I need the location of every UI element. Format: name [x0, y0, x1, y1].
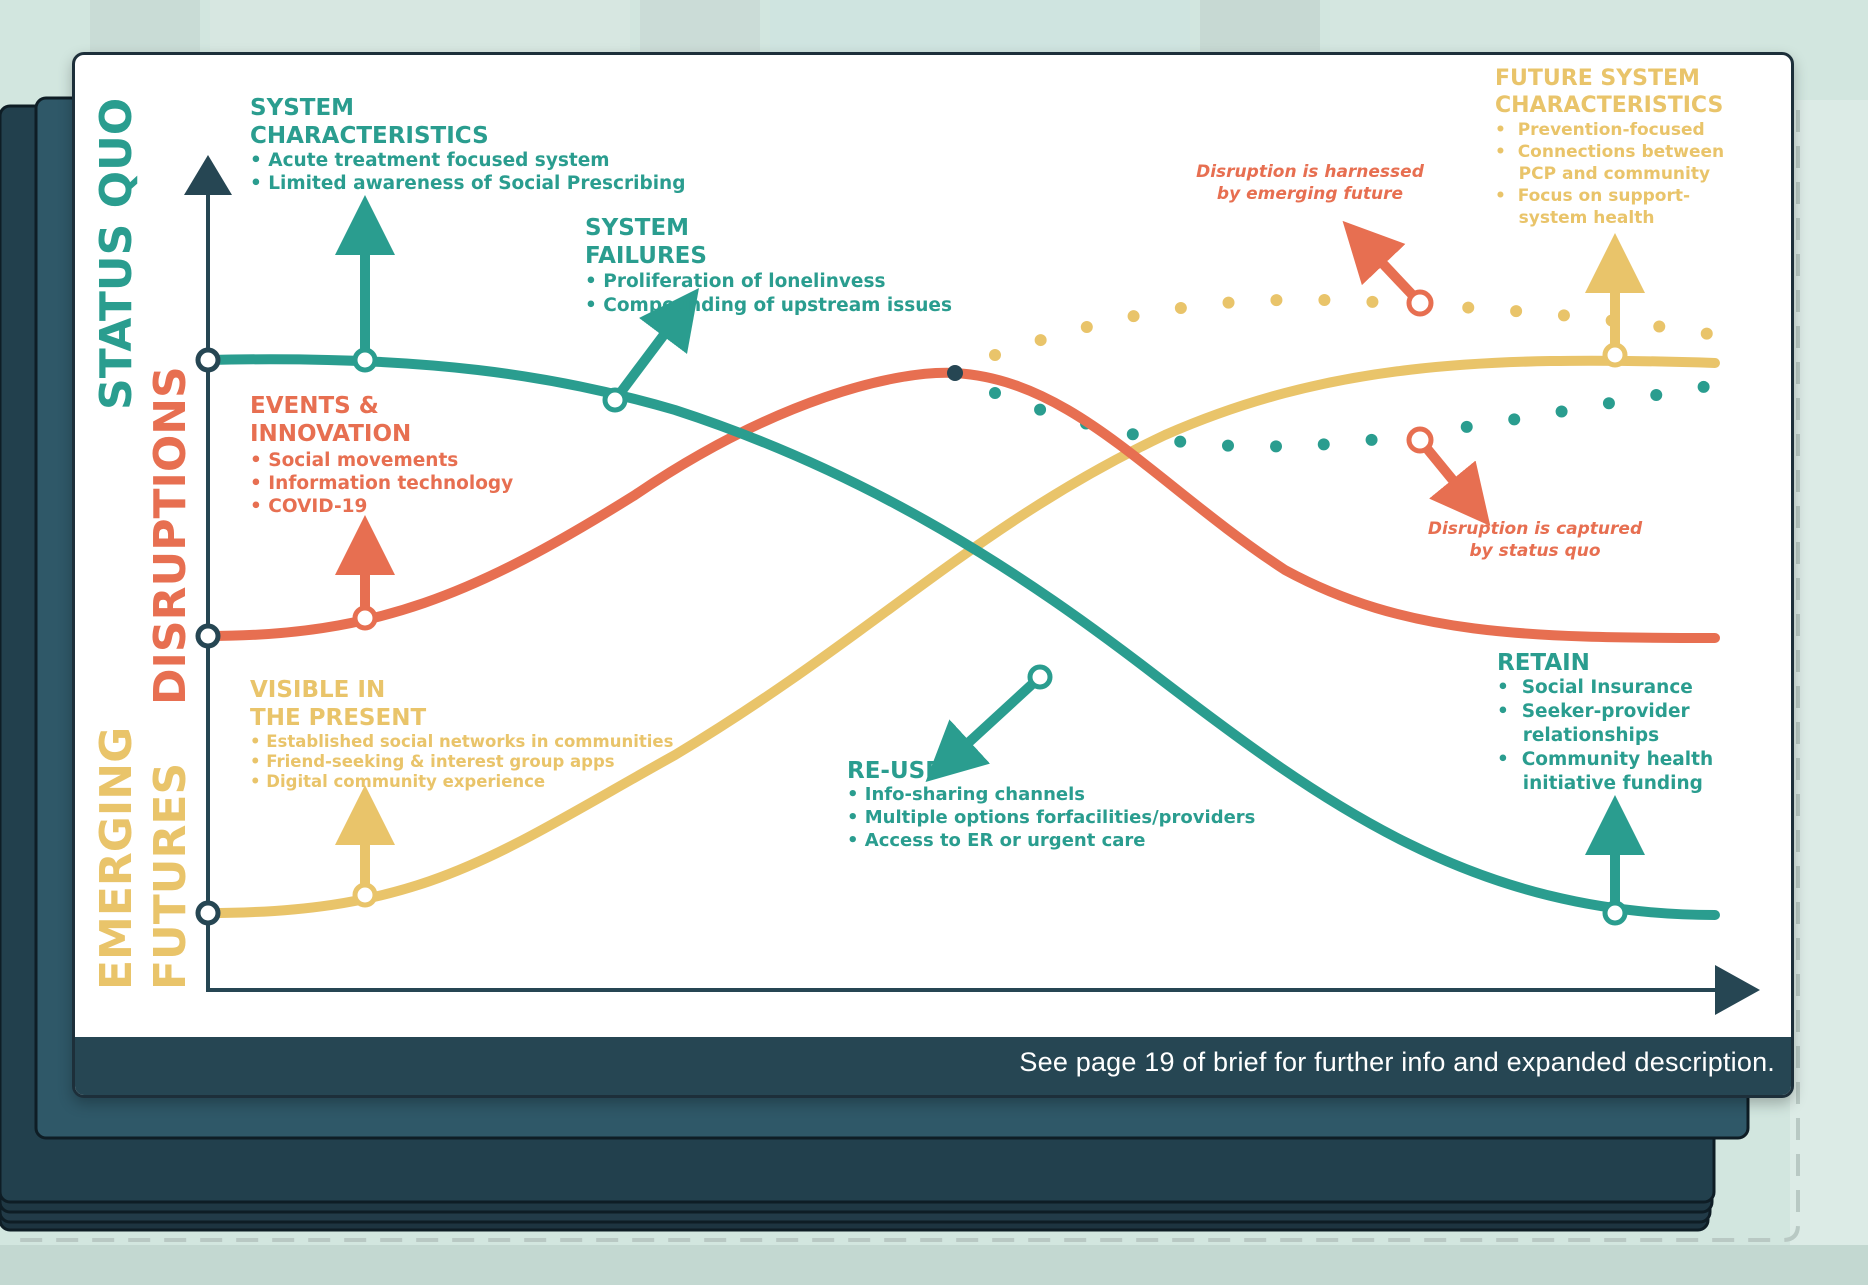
- y-axis-arrowhead: [184, 155, 232, 195]
- note-captured-line2: by status quo: [1469, 541, 1600, 561]
- retain-block: RETAIN • Social Insurance • Seeker-provi…: [1497, 650, 1713, 794]
- system-failures-block: SYSTEM FAILURES • Proliferation of lonel…: [585, 215, 952, 316]
- future-characteristics-item: • Prevention-focused: [1495, 120, 1705, 140]
- events-innovation-item: • Social movements: [250, 450, 458, 471]
- note-captured-line1: Disruption is captured: [1428, 519, 1643, 539]
- visible-present-item: • Friend-seeking & interest group apps: [250, 752, 615, 771]
- events-innovation-block: EVENTS & INNOVATION • Social movements •…: [250, 393, 513, 517]
- system-characteristics-item: • Limited awareness of Social Prescribin…: [250, 173, 685, 194]
- system-characteristics-block: SYSTEM CHARACTERISTICS • Acute treatment…: [250, 95, 685, 194]
- future-characteristics-block: FUTURE SYSTEM CHARACTERISTICS • Preventi…: [1495, 66, 1724, 228]
- visible-present-block: VISIBLE IN THE PRESENT • Established soc…: [250, 677, 674, 791]
- label-status-quo: STATUS QUO: [91, 98, 142, 410]
- reuse-item: • Info-sharing channels: [847, 784, 1085, 805]
- events-innovation-title-2: INNOVATION: [250, 421, 411, 447]
- note-captured: Disruption is captured by status quo: [1428, 519, 1643, 561]
- arrow-system-failures: [611, 288, 699, 403]
- future-characteristics-title-1: FUTURE SYSTEM: [1495, 66, 1700, 91]
- label-futures: FUTURES: [145, 763, 196, 990]
- future-characteristics-item: PCP and community: [1495, 164, 1710, 184]
- label-disruptions: DISRUPTIONS: [145, 366, 196, 705]
- retain-item: initiative funding: [1497, 773, 1703, 794]
- note-harnessed-line2: by emerging future: [1217, 184, 1403, 204]
- curve-emerging-futures: [203, 355, 1720, 918]
- retain-item: relationships: [1497, 725, 1659, 746]
- footer-text: See page 19 of brief for further info an…: [1019, 1047, 1775, 1077]
- visible-present-item: • Established social networks in communi…: [250, 732, 674, 751]
- three-horizons-diagram: STATUS QUO DISRUPTIONS EMERGING FUTURES: [91, 66, 1760, 1015]
- arrow-reuse: [925, 673, 1044, 783]
- retain-title: RETAIN: [1497, 650, 1590, 676]
- system-characteristics-title-2: CHARACTERISTICS: [250, 123, 489, 149]
- future-characteristics-title-2: CHARACTERISTICS: [1495, 93, 1723, 118]
- curve-nodes: [195, 289, 1628, 926]
- retain-item: • Community health: [1497, 749, 1713, 770]
- diagram-card: STATUS QUO DISRUPTIONS EMERGING FUTURES: [72, 52, 1794, 1098]
- visible-present-title-1: VISIBLE IN: [250, 677, 385, 703]
- reuse-item: • Multiple options forfacilities/provide…: [847, 807, 1255, 828]
- curve-disruptions: [203, 367, 1720, 643]
- events-innovation-item: • COVID-19: [250, 496, 367, 517]
- future-characteristics-item: • Connections between: [1495, 142, 1724, 162]
- note-harnessed-line1: Disruption is harnessed: [1196, 162, 1425, 182]
- system-failures-item: • Proliferation of lonelinvess: [585, 271, 886, 292]
- events-innovation-item: • Information technology: [250, 473, 513, 494]
- visible-present-title-2: THE PRESENT: [250, 705, 426, 731]
- system-characteristics-title-1: SYSTEM: [250, 95, 354, 121]
- reuse-title: RE-USE: [847, 758, 941, 784]
- retain-item: • Seeker-provider: [1497, 701, 1691, 722]
- future-characteristics-item: system health: [1495, 208, 1654, 228]
- label-emerging: EMERGING: [91, 727, 142, 990]
- crossing-node: [947, 365, 963, 381]
- system-failures-item: • Compounding of upstream issues: [585, 295, 952, 316]
- system-failures-title-2: FAILURES: [585, 243, 707, 269]
- events-innovation-title-1: EVENTS &: [250, 393, 379, 419]
- x-axis-arrowhead: [1715, 965, 1760, 1015]
- curve-status-quo: [203, 354, 1720, 920]
- footer-bar: See page 19 of brief for further info an…: [75, 1037, 1791, 1095]
- future-characteristics-item: • Focus on support-: [1495, 186, 1690, 206]
- reuse-item: • Access to ER or urgent care: [847, 830, 1146, 851]
- reuse-block: RE-USE • Info-sharing channels • Multipl…: [847, 758, 1255, 851]
- system-failures-title-1: SYSTEM: [585, 215, 689, 241]
- system-characteristics-item: • Acute treatment focused system: [250, 150, 610, 171]
- visible-present-item: • Digital community experience: [250, 772, 545, 791]
- note-harnessed: Disruption is harnessed by emerging futu…: [1196, 162, 1425, 204]
- retain-item: • Social Insurance: [1497, 677, 1693, 698]
